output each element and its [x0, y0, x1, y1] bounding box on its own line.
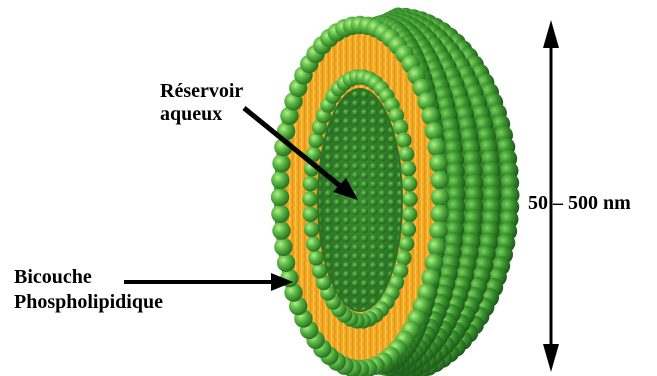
size-label: 50 – 500 nm — [528, 192, 631, 215]
lipid-head — [277, 254, 295, 272]
lipid-head — [425, 122, 443, 140]
lipid-head — [421, 107, 439, 125]
lipid-head — [303, 207, 319, 223]
lipid-head — [271, 205, 289, 223]
lipid-head — [304, 222, 320, 238]
lipid-head — [271, 171, 289, 189]
lipid-head — [430, 171, 448, 189]
reservoir-label-line1: Réservoir — [160, 80, 243, 103]
lipid-head — [401, 161, 417, 177]
lipid-head — [399, 236, 415, 252]
lipid-head — [431, 188, 449, 206]
lipid-head — [396, 132, 412, 148]
lipid-head — [402, 191, 418, 207]
lipid-head — [272, 221, 290, 239]
lipid-head — [427, 238, 445, 256]
lipid-head — [430, 205, 448, 223]
lipid-head — [306, 236, 322, 252]
bilayer-label-line2: Phospholipidique — [14, 290, 163, 315]
reservoir-label-line2: aqueux — [160, 103, 243, 126]
lipid-head — [271, 188, 289, 206]
lipid-head — [272, 154, 290, 172]
reservoir-label: Réservoir aqueux — [160, 80, 243, 126]
lipid-head — [274, 238, 292, 256]
bilayer-label: Bicouche Phospholipidique — [14, 265, 163, 315]
lipid-head — [425, 254, 443, 272]
lipid-head — [429, 221, 447, 239]
lipid-head — [427, 138, 445, 156]
lipid-head — [302, 191, 318, 207]
lipid-head — [429, 154, 447, 172]
lipid-head — [308, 250, 324, 266]
aqueous-core — [317, 88, 403, 312]
bilayer-label-line1: Bicouche — [14, 265, 163, 290]
lipid-head — [303, 176, 319, 192]
lipid-head — [399, 146, 415, 162]
lipid-head — [402, 176, 418, 192]
lipid-head — [401, 222, 417, 238]
lipid-head — [402, 207, 418, 223]
